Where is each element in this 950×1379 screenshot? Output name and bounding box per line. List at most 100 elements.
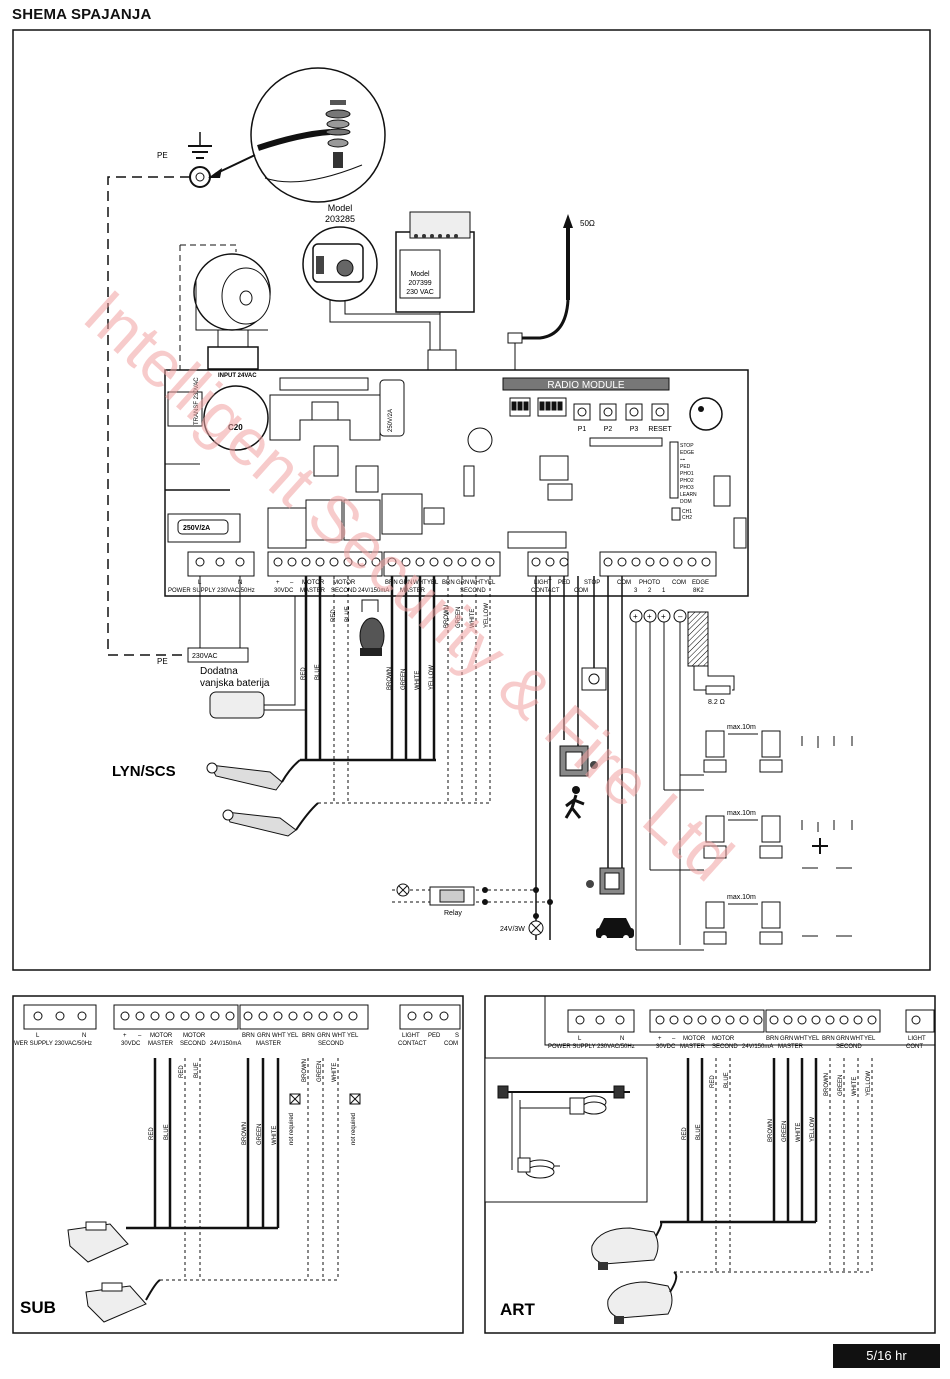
svg-text:MASTER: MASTER — [148, 1041, 174, 1047]
svg-text:–: – — [290, 580, 294, 586]
lyn-motor-1 — [206, 759, 301, 791]
svg-text:POWER SUPPLY 230VAC/50Hz: POWER SUPPLY 230VAC/50Hz — [168, 588, 255, 594]
svg-text:MOTOR: MOTOR — [150, 1033, 173, 1039]
svg-text:PHO3: PHO3 — [680, 485, 694, 491]
motor-master-wires — [304, 576, 436, 760]
svg-text:WHT: WHT — [794, 1036, 808, 1042]
svg-text:RED: RED — [710, 1075, 716, 1088]
svg-text:250V/2A: 250V/2A — [183, 525, 210, 532]
svg-text:S: S — [455, 1033, 459, 1039]
svg-text:MOTOR: MOTOR — [712, 1036, 735, 1042]
buzzer — [689, 397, 723, 431]
svg-text:RED: RED — [301, 667, 307, 680]
svg-text:BLUE: BLUE — [164, 1124, 170, 1140]
svg-text:+: + — [123, 1033, 127, 1039]
art-motor-2 — [607, 1271, 678, 1324]
svg-text:30VDC: 30VDC — [274, 588, 294, 594]
svg-text:YEL: YEL — [808, 1036, 820, 1042]
svg-text:SUB: SUB — [20, 1298, 56, 1317]
flashing-lamp — [359, 599, 385, 656]
svg-text:N: N — [82, 1033, 86, 1039]
svg-text:LIGHT: LIGHT — [908, 1036, 926, 1042]
sub-master-wires — [126, 1058, 280, 1230]
svg-text:207399: 207399 — [408, 280, 431, 287]
svg-text:+: + — [633, 612, 638, 621]
svg-text:YELLOW: YELLOW — [866, 1071, 872, 1096]
svg-text:+: + — [661, 612, 666, 621]
radio-module — [502, 377, 670, 391]
svg-text:1: 1 — [662, 588, 666, 594]
pedestrian-icon — [564, 786, 585, 819]
svg-text:WER SUPPLY 230VAC/50Hz: WER SUPPLY 230VAC/50Hz — [14, 1041, 92, 1047]
svg-text:C20: C20 — [228, 423, 243, 432]
svg-text:3: 3 — [634, 588, 638, 594]
pe-ground-wire — [107, 176, 190, 656]
sub-terminals — [23, 1004, 461, 1030]
svg-text:50Ω: 50Ω — [580, 219, 595, 228]
sub-wire-labels: RED BLUE RED BLUE BROWN GREEN WHITE not … — [149, 1059, 357, 1145]
svg-text:GREEN: GREEN — [782, 1121, 788, 1142]
art-inset-box — [484, 1057, 648, 1203]
svg-text:250V/2A: 250V/2A — [388, 409, 394, 432]
svg-text:24V/150mA: 24V/150mA — [358, 588, 389, 594]
svg-text:STOP: STOP — [680, 443, 694, 449]
sub-panel-frame — [12, 995, 464, 1334]
svg-text:YELLOW: YELLOW — [429, 665, 435, 690]
svg-text:L: L — [578, 1036, 582, 1042]
svg-text:STOP: STOP — [584, 580, 600, 586]
not-required-markers — [289, 1093, 361, 1105]
svg-text:MOTOR: MOTOR — [683, 1036, 706, 1042]
svg-text:COM: COM — [574, 588, 588, 594]
sub-motor-2 — [85, 1279, 161, 1323]
svg-text:YEL: YEL — [864, 1036, 876, 1042]
svg-text:YEL: YEL — [347, 1033, 359, 1039]
svg-text:BROWN: BROWN — [768, 1119, 774, 1142]
svg-text:LYN/SCS: LYN/SCS — [112, 763, 176, 780]
svg-text:CONTACT: CONTACT — [531, 588, 560, 594]
svg-text:COM: COM — [617, 580, 631, 586]
svg-text:not required: not required — [289, 1113, 295, 1145]
svg-text:230 VAC: 230 VAC — [406, 289, 434, 296]
svg-text:CH2: CH2 — [682, 515, 692, 521]
svg-text:BLUE: BLUE — [315, 664, 321, 680]
svg-text:–: – — [138, 1033, 142, 1039]
svg-text:LEARN: LEARN — [680, 492, 697, 498]
art-terminal-labels: L N POWER SUPPLY 230VAC/50Hz + – MOTOR M… — [548, 1036, 926, 1050]
capacitor — [203, 385, 269, 451]
svg-text:RADIO MODULE: RADIO MODULE — [547, 380, 625, 391]
svg-text:L: L — [36, 1033, 40, 1039]
svg-text:BRN: BRN — [822, 1036, 835, 1042]
svg-text:GREEN: GREEN — [456, 607, 462, 628]
lyn-motor-2 — [222, 802, 319, 837]
svg-text:PHO2: PHO2 — [680, 478, 694, 484]
antenna: 50Ω — [507, 214, 595, 370]
sub-second-wires — [160, 1058, 339, 1281]
svg-text:24V/3W: 24V/3W — [500, 926, 525, 933]
svg-text:PHO1: PHO1 — [680, 471, 694, 477]
svg-text:–: – — [678, 612, 683, 621]
board-relays — [267, 493, 445, 549]
svg-text:2: 2 — [648, 588, 652, 594]
svg-text:WHT: WHT — [470, 580, 484, 586]
svg-text:SECOND: SECOND — [331, 588, 357, 594]
svg-text:TRANSF 230VAC: TRANSF 230VAC — [194, 377, 200, 425]
svg-text:P1: P1 — [578, 426, 587, 433]
art-master-wires — [660, 1058, 818, 1224]
svg-text:DOM: DOM — [680, 499, 692, 505]
svg-text:⊶: ⊶ — [680, 457, 685, 463]
svg-text:RED: RED — [149, 1127, 155, 1140]
svg-text:not required: not required — [351, 1113, 357, 1145]
svg-text:COM: COM — [672, 580, 686, 586]
svg-text:WHITE: WHITE — [415, 671, 421, 690]
svg-text:YEL: YEL — [287, 1033, 299, 1039]
transformer — [193, 253, 271, 331]
svg-text:P3: P3 — [630, 426, 639, 433]
svg-text:30VDC: 30VDC — [121, 1041, 141, 1047]
svg-text:WHITE: WHITE — [470, 609, 476, 628]
svg-text:+: + — [647, 612, 652, 621]
svg-text:BRN: BRN — [302, 1033, 315, 1039]
art-wire-labels: RED BLUE RED BLUE BROWN GREEN WHITE YELL… — [682, 1071, 872, 1142]
svg-text:vanjska baterija: vanjska baterija — [200, 678, 270, 689]
svg-text:BRN: BRN — [242, 1033, 255, 1039]
